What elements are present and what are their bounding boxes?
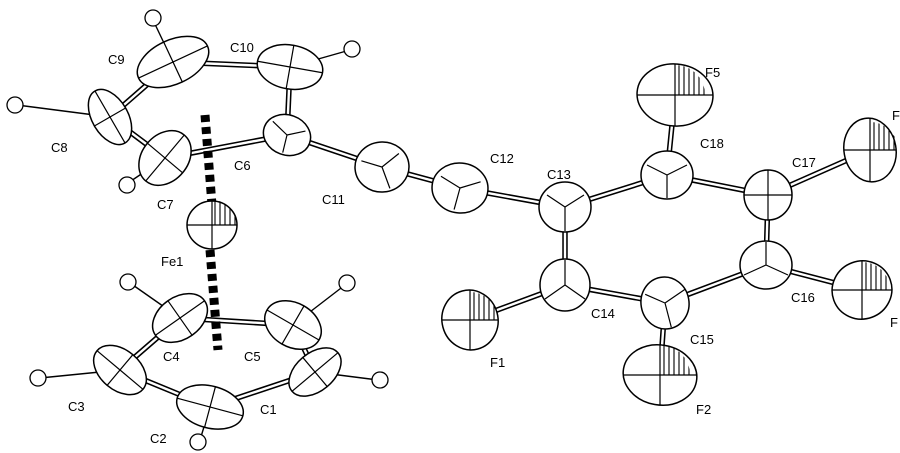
atom-c14 [539,258,591,312]
atom-c7 [138,129,192,187]
atom-c9 [136,35,210,89]
h-atom-c5 [338,274,356,292]
label-f1: F1 [490,355,505,370]
label-c11: C11 [322,192,345,207]
label-f5: F5 [705,65,720,80]
atom-c1 [288,347,342,397]
label-c5: C5 [244,349,261,364]
atom-c8 [87,88,133,146]
atom-c4 [151,292,209,344]
h-atom-c9 [144,9,162,27]
atom-c2 [175,384,245,430]
atom-f1 [441,289,499,351]
label-c12: C12 [490,151,514,166]
atom-c6 [262,113,312,157]
label-c2: C2 [150,431,167,446]
label-c1: C1 [260,402,277,417]
atom-labels: C1 C2 C3 C4 C5 C6 C7 C8 C9 C10 C11 C12 C… [51,40,900,446]
label-c9: C9 [108,52,125,67]
atom-c15 [640,276,690,330]
label-fe1: Fe1 [161,254,183,269]
carbon-atoms [87,35,793,430]
atom-f2 [622,344,698,406]
atom-f3 [831,260,893,320]
atom-c16 [739,240,793,290]
label-c13: C13 [547,167,571,182]
label-c18: C18 [700,136,724,151]
label-c15: C15 [690,332,714,347]
label-c6: C6 [234,158,251,173]
h-atom-c3 [29,369,47,387]
h-atom-c2 [189,433,207,451]
h-atom-c1 [371,371,389,389]
atom-f4 [843,117,897,183]
fe-upper-cp-contact [200,114,217,206]
h-atom-c4 [119,273,137,291]
label-f2: F2 [696,402,711,417]
label-f4: F [892,108,900,123]
atom-f5 [636,63,714,127]
label-c14: C14 [591,306,615,321]
label-c3: C3 [68,399,85,414]
atom-c13 [538,181,592,233]
label-c4: C4 [163,349,180,364]
atom-c10 [256,43,324,91]
fe-lower-cp-contact [205,249,223,351]
label-c8: C8 [51,140,68,155]
label-c10: C10 [230,40,254,55]
heavy-atoms [186,63,897,406]
h-atom-c8 [6,96,24,114]
label-c7: C7 [157,197,174,212]
fe-centroid-contacts [200,114,223,351]
hydrogen-atoms [6,9,389,451]
atom-c11 [354,141,410,193]
atom-c3 [92,344,148,396]
atom-c17 [743,169,793,221]
atom-c12 [431,162,489,214]
atom-c5 [264,300,322,350]
h-atom-c7 [118,176,136,194]
h-atom-c10 [343,40,361,58]
atom-c18 [640,150,694,200]
label-c16: C16 [791,290,815,305]
label-c17: C17 [792,155,816,170]
atom-fe1 [186,200,238,250]
label-f3: F [890,315,898,330]
